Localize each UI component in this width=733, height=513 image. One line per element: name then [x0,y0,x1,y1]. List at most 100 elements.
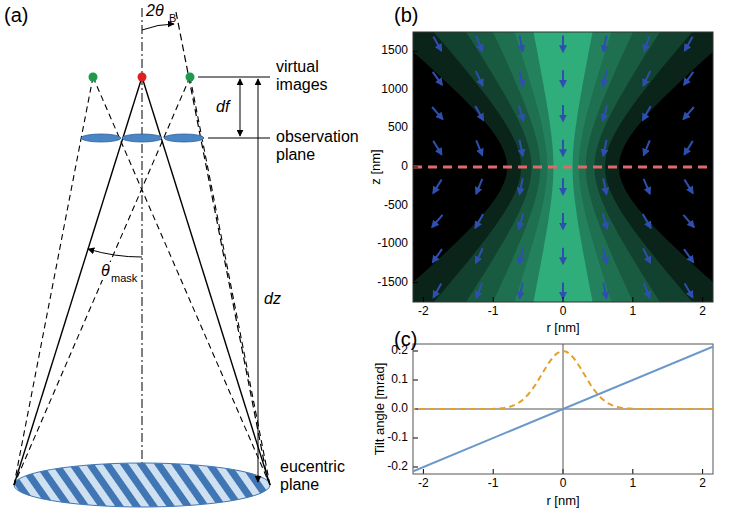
field-arrow [643,214,651,228]
tick [413,167,418,168]
gaussian-curve [413,351,713,409]
axis-label: -500 [384,199,408,212]
figure-label: observation plane [276,128,376,163]
field-arrow [433,249,442,262]
field-arrow [684,141,692,155]
axis-label: 1 [629,305,636,318]
tick [413,51,418,52]
field-arrow [603,283,606,299]
axis-label: -1 [488,305,499,318]
field-arrow [433,283,441,297]
field-arrow [603,140,606,156]
tick [423,469,424,474]
field-arrow [476,140,482,155]
field-arrow [603,178,606,194]
field-arrow [683,107,694,119]
field-arrow [643,71,650,86]
tick [413,351,418,352]
field-arrow [520,283,523,299]
tick [413,438,418,439]
field-arrow [562,70,564,86]
tick [413,244,418,245]
field-arrow [562,178,564,194]
axis-label: mask [110,272,138,284]
tick [493,469,494,474]
axis-label: 1000 [381,83,408,96]
figure-label: 2θ [146,2,164,20]
axis-label: -1000 [377,238,408,251]
tick [413,128,418,129]
figure-label: eucentric plane [280,458,365,493]
axis-label: -0.2 [387,460,408,473]
field-arrow [520,140,523,156]
field-arrow [562,36,564,52]
figure-label: (b) [394,4,418,26]
tick [413,89,418,90]
tick [413,205,418,206]
field-arrow [475,214,483,228]
field-arrow [643,248,650,263]
field-arrow [476,179,482,194]
field-arrow [685,37,693,51]
axis-label: 0.2 [391,344,408,357]
field-arrow [432,215,443,227]
tick [413,282,418,283]
field-arrow [684,72,693,85]
axis-label: r [nm] [546,494,579,508]
figure-label: (a) [4,4,28,26]
field-arrow [562,248,564,264]
figure-label: dz [264,290,281,308]
tick [423,297,424,302]
axis-label: 0 [560,305,567,318]
axis-label: -2 [418,477,429,490]
axis-label: 0 [560,477,567,490]
field-arrow [562,105,564,121]
axis-label: B [169,12,176,24]
field-arrow [603,213,607,228]
field-arrow [684,180,692,194]
tick [413,380,418,381]
tick [493,297,494,302]
field-arrow [644,179,650,194]
field-arrow [433,141,441,155]
field-arrow [476,36,482,51]
axis-label: -1500 [377,276,408,289]
field-arrow [562,140,564,156]
tick [563,297,564,302]
axis-label: 2 [699,477,706,490]
axis-label: -1 [488,477,499,490]
beam-layer [413,32,713,302]
field-arrow [685,283,693,297]
axis-label: r [nm] [546,321,579,335]
beam-intensity [413,32,713,302]
field-arrow [684,249,693,262]
field-arrow [519,71,523,87]
axis-label: 2 [699,305,706,318]
axis-label: -2 [418,305,429,318]
tick [702,297,703,302]
field-arrow [683,215,694,227]
field-arrow [519,213,523,228]
field-arrow [603,105,607,120]
axis-label: 1500 [381,45,408,58]
axis-label: 500 [388,122,408,135]
field-arrow [433,180,441,194]
axis-label: 0.1 [391,373,408,386]
axis-label: z [nm] [369,149,383,184]
tick [632,469,633,474]
tilt-line [413,344,713,474]
field-arrow [520,36,523,52]
field-arrow [644,36,650,51]
field-arrow [519,248,523,264]
field-arrow [520,178,523,194]
tick [413,467,418,468]
figure-label: virtual images [276,58,346,93]
field-arrow [562,282,564,298]
field-arrow [643,106,651,120]
tick [632,297,633,302]
field-arrow [476,71,483,86]
field-arrow [562,213,564,229]
axis-label: -0.1 [387,431,408,444]
field-arrow [519,105,523,120]
